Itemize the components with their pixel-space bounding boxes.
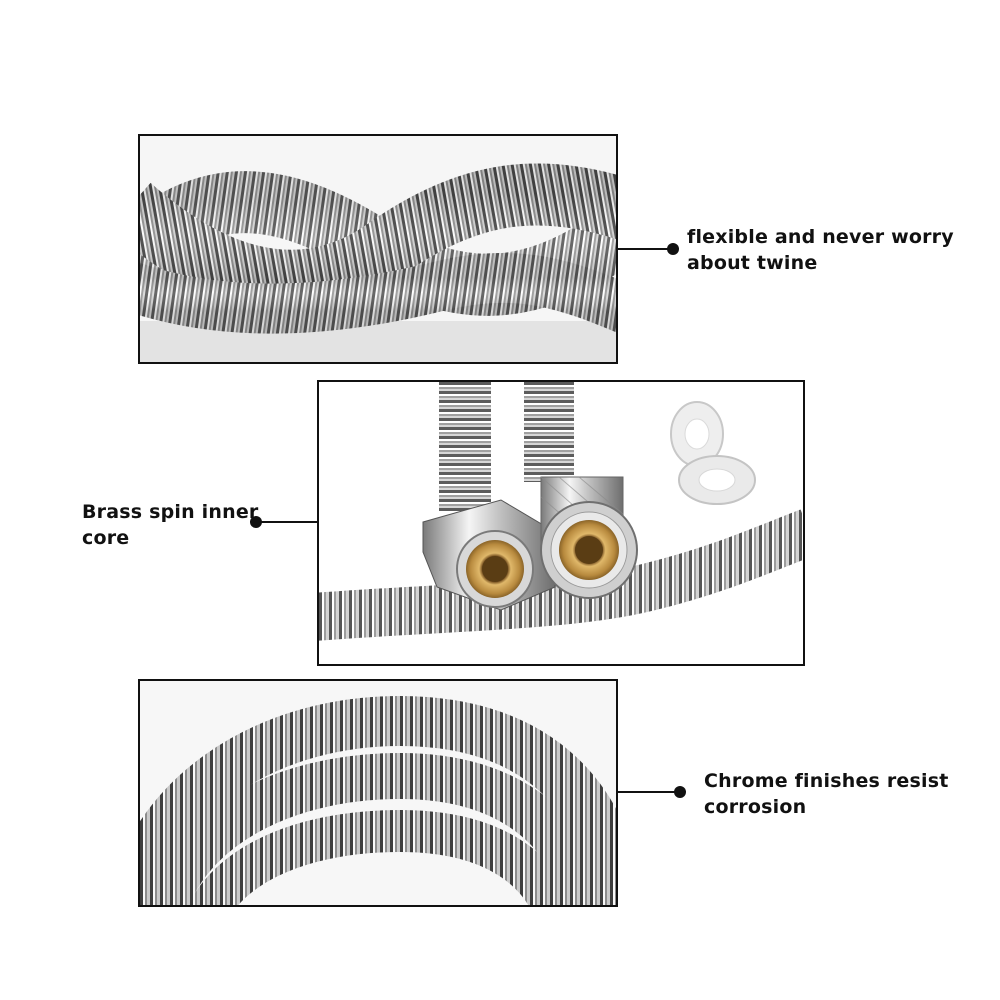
caption-line: about twine: [687, 252, 818, 274]
connector-line-bottom: [618, 791, 680, 793]
twisted-hose-photo: [138, 134, 618, 364]
feature-caption-chrome: Chrome finishes resist corrosion: [704, 768, 949, 820]
brass-core-illustration: [319, 382, 803, 664]
connector-line-middle: [258, 521, 317, 523]
caption-line: core: [82, 527, 130, 549]
feature-caption-brass-core: Brass spin inner core: [82, 499, 259, 551]
connector-line-top: [618, 248, 673, 250]
connector-dot-top: [667, 243, 679, 255]
caption-line: corrosion: [704, 796, 807, 818]
caption-line: Brass spin inner: [82, 501, 259, 523]
coiled-hose-photo: [138, 679, 618, 907]
brass-core-photo: [317, 380, 805, 666]
caption-line: flexible and never worry: [687, 226, 954, 248]
caption-line: Chrome finishes resist: [704, 770, 949, 792]
coiled-hose-illustration: [140, 681, 616, 905]
twisted-hose-illustration: [140, 136, 616, 362]
connector-dot-bottom: [674, 786, 686, 798]
feature-caption-flexible: flexible and never worry about twine: [687, 224, 954, 276]
connector-dot-middle: [250, 516, 262, 528]
